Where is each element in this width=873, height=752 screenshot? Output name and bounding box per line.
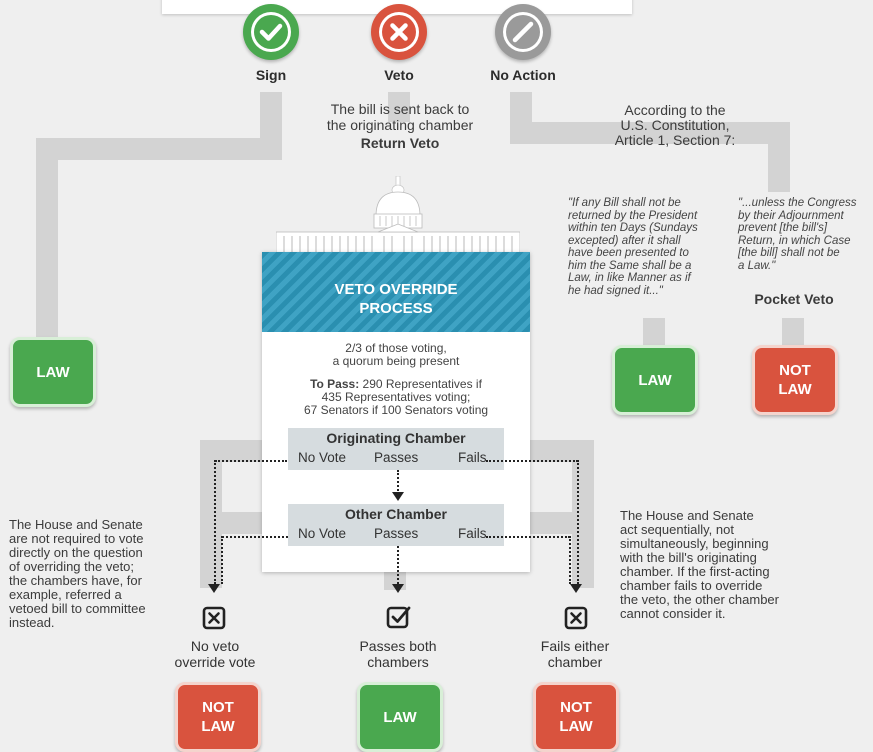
orig-passes: Passes <box>374 450 419 465</box>
quote-pocket: "...unless the Congress by their Adjourn… <box>738 197 857 272</box>
other-chamber: Other Chamber No Vote Passes Fails <box>288 504 504 546</box>
override-requirement: 2/3 of those voting, a quorum being pres… <box>332 341 460 368</box>
no-override-label: No veto override vote <box>174 638 256 670</box>
capitol-icon <box>276 176 520 256</box>
orig-no-vote: No Vote <box>298 450 347 465</box>
quote-law: "If any Bill shall not be returned by th… <box>568 197 698 297</box>
left-side-note: The House and Senate are not required to… <box>9 517 146 630</box>
check-icon <box>254 15 288 49</box>
fails-either-label: Fails either chamber <box>540 638 610 670</box>
other-passes: Passes <box>374 526 419 541</box>
not-law-result-pocket: NOT LAW <box>752 345 838 415</box>
other-no-vote: No Vote <box>298 526 347 541</box>
x-icon <box>382 15 416 49</box>
law-result-passes: LAW <box>357 682 443 752</box>
law-result-sign: LAW <box>10 337 96 407</box>
law-result-no-action: LAW <box>612 345 698 415</box>
xbox-icon-fails <box>564 606 588 630</box>
panel-banner: VETO OVERRIDE PROCESS <box>262 252 530 332</box>
veto-circle <box>371 4 427 60</box>
originating-chamber: Originating Chamber No Vote Passes Fails <box>288 428 504 470</box>
veto-override-panel: VETO OVERRIDE PROCESS 2/3 of those votin… <box>262 252 530 572</box>
pocket-veto-label: Pocket Veto <box>754 291 834 307</box>
passes-both-label: Passes both chambers <box>359 638 437 670</box>
sign-circle <box>243 4 299 60</box>
checkbox-icon-passes <box>386 606 411 629</box>
xbox-icon-no-vote <box>202 606 226 630</box>
no-action-icon <box>506 15 540 49</box>
return-veto-note: The bill is sent back to the originating… <box>326 101 474 151</box>
other-fails: Fails <box>458 526 487 541</box>
orig-fails: Fails <box>458 450 487 465</box>
panel-title: VETO OVERRIDE PROCESS <box>334 281 458 317</box>
veto-label: Veto <box>384 67 414 83</box>
no-action-label: No Action <box>490 67 556 83</box>
not-law-result-fails: NOT LAW <box>533 682 619 752</box>
to-pass-text: To Pass: 290 Representatives if 435 Repr… <box>303 377 489 417</box>
sign-label: Sign <box>255 67 287 83</box>
right-side-note: The House and Senate act sequentially, n… <box>620 508 779 621</box>
no-action-circle <box>495 4 551 60</box>
constitution-note: According to the U.S. Constitution, Arti… <box>614 102 736 148</box>
not-law-result-no-vote: NOT LAW <box>175 682 261 752</box>
